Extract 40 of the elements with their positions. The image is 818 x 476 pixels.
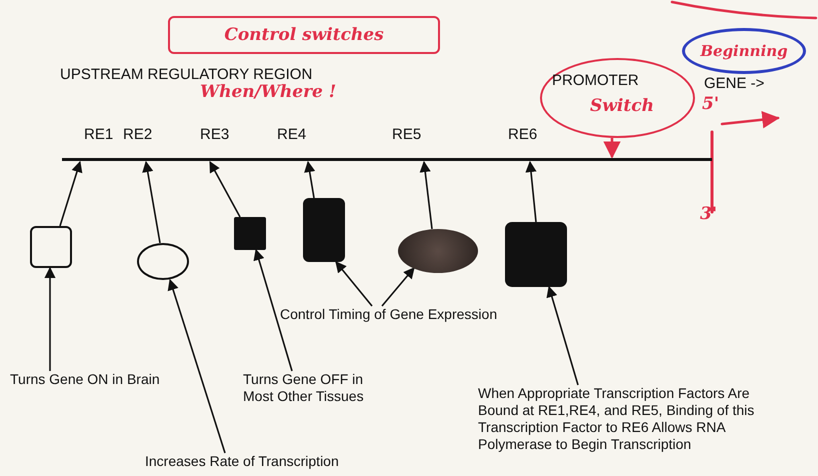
arrow bbox=[142, 160, 161, 244]
annotation-text: Turns Gene OFF in Most Other Tissues bbox=[243, 371, 393, 405]
region-label: UPSTREAM REGULATORY REGION bbox=[60, 66, 312, 83]
filled-square-symbol bbox=[505, 222, 567, 287]
open-ellipse-symbol bbox=[137, 243, 189, 280]
strand-end-label: 3' bbox=[700, 204, 718, 224]
arrow bbox=[44, 266, 56, 371]
filled-rectangle-symbol bbox=[303, 198, 345, 262]
handwritten-note: Switch bbox=[590, 96, 654, 116]
annotation-text: When Appropriate Transcription Factors Are Bound at RE1,RE4, and RE5, Binding of this Transcription Factor to RE6 Allows RNA Polymerase to Begin Transcription bbox=[478, 385, 783, 453]
dna-strand-line bbox=[62, 158, 712, 161]
open-square-symbol bbox=[30, 226, 72, 268]
element-label: RE6 bbox=[508, 126, 538, 143]
arrow bbox=[59, 160, 82, 226]
arrow bbox=[254, 248, 293, 372]
gene-label: GENE -> bbox=[704, 75, 764, 92]
arrow bbox=[304, 160, 316, 198]
arrow bbox=[603, 138, 621, 159]
arrow bbox=[381, 267, 415, 307]
arrow bbox=[420, 160, 433, 230]
element-label: RE4 bbox=[277, 126, 306, 143]
strand-end-label: 5' bbox=[702, 94, 720, 114]
annotation-text: Turns Gene ON in Brain bbox=[10, 371, 160, 388]
arrow bbox=[209, 161, 241, 218]
filled-square-symbol bbox=[234, 217, 266, 250]
handwritten-note: When/Where ! bbox=[200, 82, 336, 102]
arrow bbox=[546, 286, 579, 386]
annotation-text: Control Timing of Gene Expression bbox=[280, 306, 498, 323]
region-label: PROMOTER bbox=[552, 72, 639, 89]
element-label: RE5 bbox=[392, 126, 422, 143]
arrow bbox=[168, 278, 226, 454]
arrow bbox=[335, 261, 373, 306]
circled-annotation: Beginning bbox=[682, 28, 806, 74]
arrow bbox=[525, 160, 537, 222]
handwritten-note-box: Control switches bbox=[168, 16, 440, 54]
annotation-text: Increases Rate of Transcription bbox=[145, 453, 339, 470]
element-label: RE3 bbox=[200, 126, 230, 143]
element-label: RE1 bbox=[84, 126, 114, 143]
circled-annotation bbox=[540, 58, 695, 138]
element-label: RE2 bbox=[123, 126, 152, 143]
